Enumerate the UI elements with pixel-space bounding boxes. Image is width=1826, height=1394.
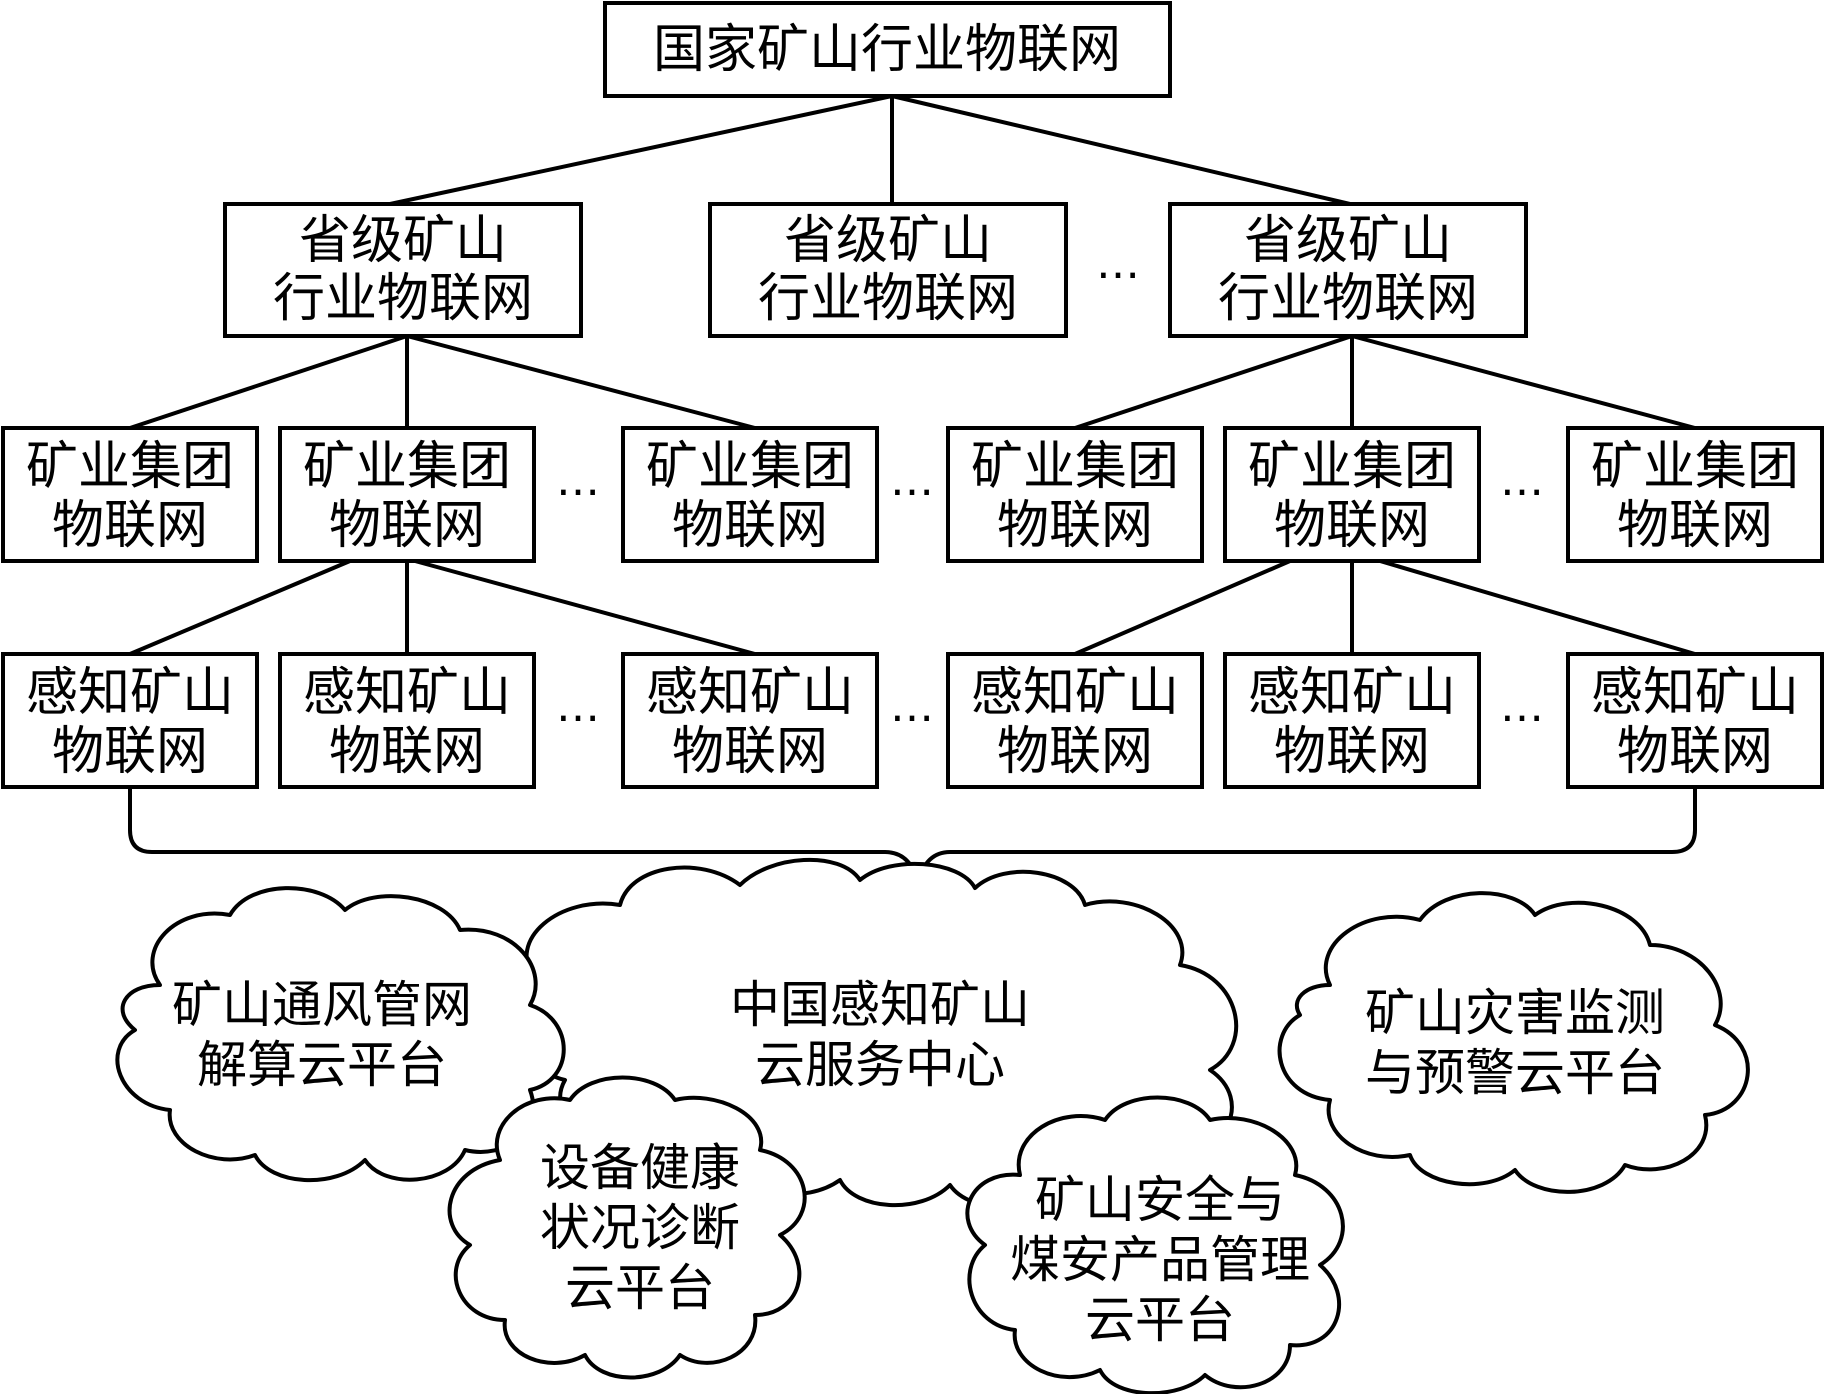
cloud-equipment-label-line3: 云平台 [565, 1259, 715, 1317]
sensing-6-label-line1: 感知矿山 [1591, 663, 1799, 723]
sensing-box-6 [1566, 652, 1824, 789]
group-6-label-line1: 矿业集团 [1591, 437, 1799, 497]
connector-province1-group-3 [406, 334, 756, 430]
sensing-2-label-line1: 感知矿山 [303, 663, 511, 723]
group-box-5 [1223, 426, 1481, 563]
cloud-safety-label-line2: 煤安产品管理 [1010, 1231, 1310, 1289]
sensing-2-label-line2: 物联网 [329, 722, 485, 782]
group-5-label-line2: 物联网 [1274, 496, 1430, 556]
group-4-label-line2: 物联网 [997, 496, 1153, 556]
province-2-label-line1: 省级矿山 [784, 211, 992, 271]
group-box-1 [1, 426, 259, 563]
sensing-3-label-line2: 物联网 [672, 722, 828, 782]
sensing-3-label-line1: 感知矿山 [646, 663, 854, 723]
cloud-equipment-label-line1: 设备健康 [540, 1139, 740, 1197]
connector-national-province-3 [891, 94, 1351, 206]
ellipsis-province-row: … [1096, 238, 1140, 289]
province-box-3 [1168, 202, 1528, 338]
group-2-label-line1: 矿业集团 [303, 437, 511, 497]
province-3-label-line2: 行业物联网 [1218, 269, 1478, 329]
province-2-label-line2: 行业物联网 [758, 269, 1018, 329]
sensing-6-label-line2: 物联网 [1617, 722, 1773, 782]
group-6-label-line2: 物联网 [1617, 496, 1773, 556]
group-1-label-line1: 矿业集团 [26, 437, 234, 497]
connector-group5-sensing-4 [1074, 559, 1291, 656]
group-box-2 [278, 426, 536, 563]
cloud-equipment-shape [447, 1075, 807, 1380]
group-3-label-line1: 矿业集团 [646, 437, 854, 497]
box-labels: 国家矿山行业物联网 省级矿山 行业物联网 省级矿山 行业物联网 省级矿山 行业物… [26, 20, 1799, 782]
connector-province3-group-6 [1351, 334, 1696, 430]
connector-group2-sensing-3 [414, 559, 756, 656]
connector-group2-sensing-1 [129, 559, 351, 656]
ellipsis-group-row-2: … [890, 455, 934, 506]
ellipsis-sensing-row-1: … [556, 681, 600, 732]
cloud-safety-shape [965, 1095, 1345, 1394]
ellipsis-sensing-row-2: … [890, 681, 934, 732]
connector-province1-group-1 [129, 334, 408, 430]
cloud-disaster-label-line1: 矿山灾害监测 [1365, 984, 1665, 1042]
sensing-1-label-line1: 感知矿山 [26, 663, 234, 723]
province-box-1 [223, 202, 583, 338]
cloud-labels: 中国感知矿山 云服务中心 矿山通风管网 解算云平台 矿山灾害监测 与预警云平台 … [172, 976, 1665, 1349]
province-1-label-line2: 行业物联网 [273, 269, 533, 329]
connector-national-province-1 [389, 94, 893, 206]
ellipsis-group-row-3: … [1500, 455, 1544, 506]
province-1-label-line1: 省级矿山 [299, 211, 507, 271]
national-label: 国家矿山行业物联网 [653, 20, 1121, 80]
cloud-center-label-line1: 中国感知矿山 [730, 976, 1030, 1034]
group-2-label-line2: 物联网 [329, 496, 485, 556]
ellipsis-marks: … … … … … … … [556, 238, 1544, 732]
sensing-4-label-line2: 物联网 [997, 722, 1153, 782]
sensing-box-5 [1223, 652, 1481, 789]
group-box-4 [946, 426, 1204, 563]
group-3-label-line2: 物联网 [672, 496, 828, 556]
cloud-disaster-label-line2: 与预警云平台 [1365, 1044, 1665, 1102]
national-box [603, 1, 1172, 98]
cloud-ventilation-label-line2: 解算云平台 [197, 1036, 447, 1094]
sensing-4-label-line1: 感知矿山 [971, 663, 1179, 723]
cloud-safety-label-line1: 矿山安全与 [1035, 1171, 1285, 1229]
group-5-label-line1: 矿业集团 [1248, 437, 1456, 497]
ellipsis-group-row-1: … [556, 455, 600, 506]
sensing-box-2 [278, 652, 536, 789]
sensing-5-label-line1: 感知矿山 [1248, 663, 1456, 723]
group-4-label-line1: 矿业集团 [971, 437, 1179, 497]
sensing-box-3 [621, 652, 879, 789]
cloud-ventilation-label-line1: 矿山通风管网 [172, 976, 472, 1034]
sensing-1-label-line2: 物联网 [52, 722, 208, 782]
cloud-equipment-label-line2: 状况诊断 [540, 1199, 740, 1257]
ellipsis-sensing-row-3: … [1500, 681, 1544, 732]
province-3-label-line1: 省级矿山 [1244, 211, 1452, 271]
clouds [115, 857, 1750, 1394]
group-box-6 [1566, 426, 1824, 563]
group-box-3 [621, 426, 879, 563]
connector-group5-sensing-6 [1379, 559, 1696, 656]
cloud-disaster-shape [1277, 891, 1750, 1194]
sensing-box-1 [1, 652, 259, 789]
boxes [1, 1, 1824, 789]
cloud-safety-label-line3: 云平台 [1085, 1291, 1235, 1349]
sensing-5-label-line2: 物联网 [1274, 722, 1430, 782]
cloud-center-label-line2: 云服务中心 [755, 1036, 1005, 1094]
sensing-box-4 [946, 652, 1204, 789]
connector-province3-group-4 [1074, 334, 1353, 430]
group-1-label-line2: 物联网 [52, 496, 208, 556]
province-box-2 [708, 202, 1068, 338]
